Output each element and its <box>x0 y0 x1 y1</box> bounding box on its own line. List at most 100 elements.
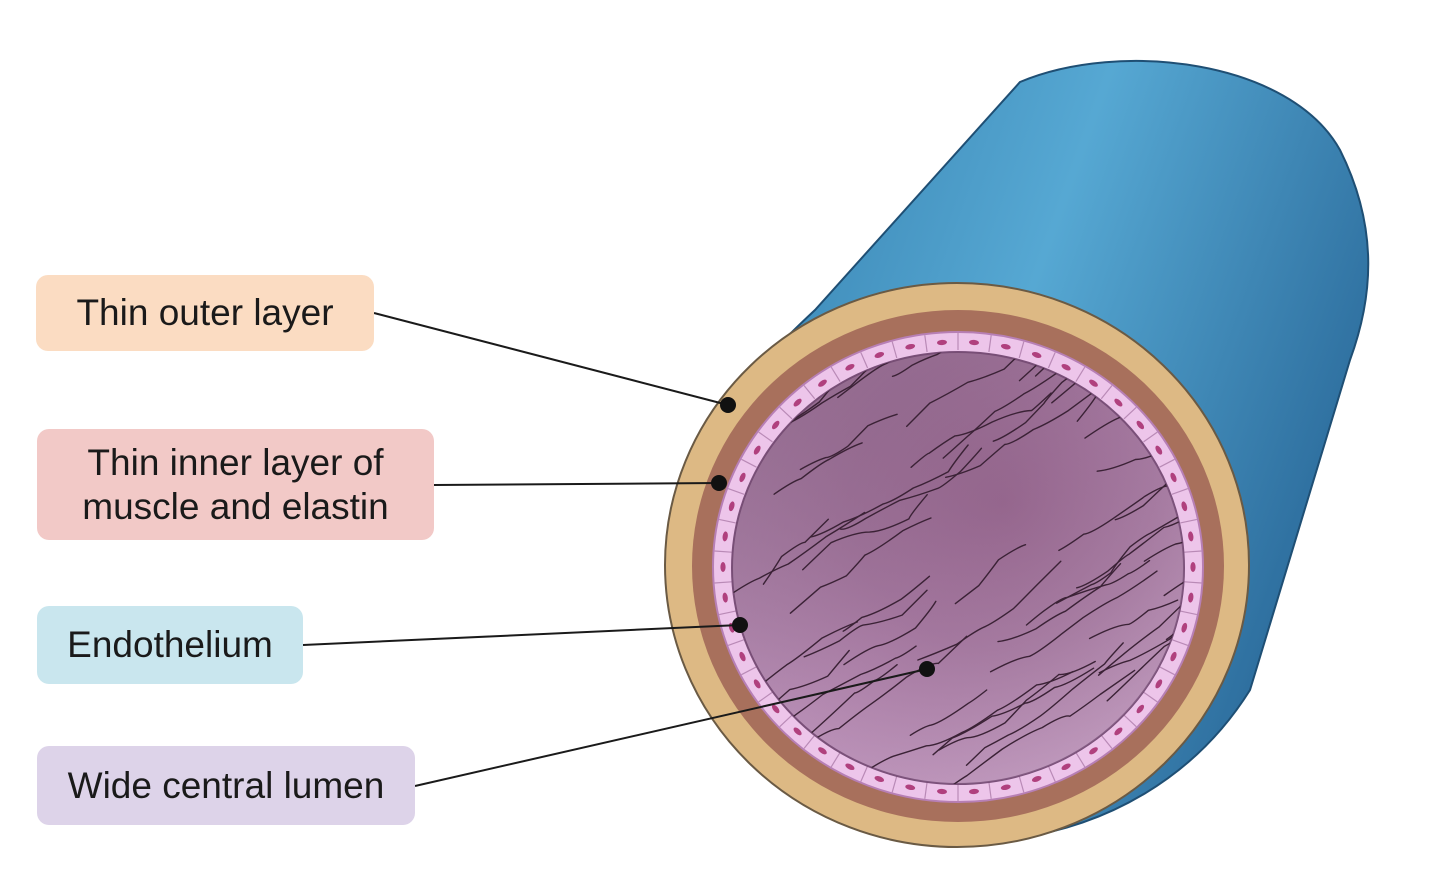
endothelial-cell-border <box>1123 406 1137 420</box>
endothelial-cell-border <box>758 691 773 703</box>
lumen-texture-line <box>989 570 1158 673</box>
lumen-texture-line <box>939 669 1136 784</box>
leader-line-lumen <box>414 668 928 787</box>
endothelial-nucleus <box>1114 727 1123 736</box>
label-endothelium-text: Endothelium <box>67 624 273 665</box>
endothelial-cell-border <box>714 581 732 584</box>
endothelial-cell-border <box>1075 366 1086 382</box>
lumen-texture-line <box>842 575 931 632</box>
endothelial-cell-border <box>741 458 757 468</box>
leader-dot-lumen <box>919 661 935 677</box>
endothelial-cell-border <box>727 639 745 646</box>
leader-dots <box>711 397 935 677</box>
lumen-texture-line <box>1025 559 1151 626</box>
lumen-texture-line <box>802 494 928 571</box>
endothelial-cell-border <box>718 518 736 524</box>
endothelial-cell-border <box>1143 691 1158 703</box>
label-muscle-layer-text-line2: muscle and elastin <box>82 485 389 527</box>
lumen-texture-line <box>799 413 898 471</box>
lumen-texture-line <box>1076 492 1184 589</box>
lumen-texture-line <box>733 511 866 593</box>
endothelial-nucleus <box>728 501 735 512</box>
endothelial-nucleus <box>874 776 885 782</box>
endothelial-cell-border <box>727 488 745 495</box>
lumen-texture-line <box>932 667 1095 756</box>
endothelial-cell-border <box>1159 666 1175 676</box>
endothelial-nucleus <box>874 352 885 358</box>
label-outer-layer-text: Thin outer layer <box>76 292 334 333</box>
leader-line-outer <box>373 312 729 406</box>
endothelial-nucleus <box>771 704 780 714</box>
endothelial-cell-border <box>1100 385 1113 400</box>
endothelial-nucleus <box>1061 763 1071 771</box>
endothelial-cell-border <box>1018 341 1025 359</box>
endothelial-cell-border <box>758 431 773 443</box>
endothelial-nucleus <box>969 788 979 795</box>
lumen-texture-line <box>837 352 929 399</box>
leader-line-muscle <box>433 482 720 486</box>
endothelial-nucleus <box>722 531 728 542</box>
lumen-texture-line <box>783 645 917 725</box>
lumen-texture-line <box>1097 536 1184 676</box>
lumen-texture-line <box>997 563 1122 643</box>
lumen-texture-line <box>938 660 1096 751</box>
endothelial-nucleus <box>793 398 802 407</box>
endothelial-cell-border <box>1018 775 1025 793</box>
endothelial-nucleus <box>1136 420 1145 430</box>
endothelial-cell-border <box>741 666 757 676</box>
endothelial-cell-border <box>1143 431 1158 443</box>
endothelial-nucleus <box>1188 531 1194 542</box>
label-muscle-layer-text-line1: Thin inner layer of <box>87 441 384 483</box>
lumen-texture-line <box>917 560 1062 661</box>
endothelial-cell-border <box>830 752 841 768</box>
endothelial-cell-border <box>714 550 732 553</box>
endothelial-cell-border <box>924 335 928 353</box>
lumen-texture-line <box>1096 379 1184 472</box>
lumen-texture-line <box>1098 601 1184 674</box>
endothelial-nucleus <box>722 592 728 603</box>
endothelial-nucleus <box>1170 651 1177 662</box>
endothelial-nucleus <box>1188 592 1194 603</box>
lumen-shading <box>732 352 1184 784</box>
leader-dot-endothelium <box>732 617 748 633</box>
endothelial-cell-border <box>779 406 793 420</box>
lumen-texture-lines <box>732 352 1184 784</box>
endothelial-cell-border <box>1123 714 1137 728</box>
endothelial-cell-border <box>988 335 992 353</box>
endothelial-cell-border <box>1184 581 1202 584</box>
endothelial-cell-border <box>1180 610 1198 616</box>
lumen-texture-line <box>891 352 1053 377</box>
endothelial-cell-border <box>924 781 928 799</box>
endothelial-nucleus <box>937 339 947 346</box>
endothelial-nucleus <box>818 747 827 755</box>
lumen-texture-line <box>852 670 1074 781</box>
endothelial-nuclei <box>714 333 1202 801</box>
endothelial-cell-border <box>1180 518 1198 524</box>
label-lumen: Wide central lumen <box>37 746 415 825</box>
endothelial-nucleus <box>1089 379 1098 387</box>
endothelial-nucleus <box>845 763 855 771</box>
endothelial-cell-border <box>803 734 816 749</box>
endothelial-cell-border <box>1047 352 1056 369</box>
label-outer-layer: Thin outer layer <box>36 275 374 351</box>
lumen-texture-line <box>1088 599 1179 640</box>
endothelial-cell-border <box>891 775 898 793</box>
endothelial-nucleus <box>720 562 726 572</box>
endothelial-cell-border <box>830 366 841 382</box>
lumen-texture-line <box>1055 513 1184 604</box>
lumen-texture-line <box>909 689 988 736</box>
endothelial-cell-border <box>1159 458 1175 468</box>
endothelial-cell-border <box>718 610 736 616</box>
label-lumen-text: Wide central lumen <box>67 764 385 806</box>
endothelial-nucleus <box>1089 747 1098 755</box>
endothelial-nucleus <box>1000 343 1011 350</box>
lumen-texture-line <box>762 518 829 585</box>
endothelial-cell-border <box>1100 734 1113 749</box>
endothelial-nucleus <box>753 445 761 455</box>
endothelial-cell-border <box>1171 488 1189 495</box>
endothelial-nucleus <box>1061 363 1071 371</box>
lumen-texture-line <box>910 392 1052 468</box>
leader-line-endothelium <box>302 624 741 646</box>
endothelial-nucleus <box>845 363 855 371</box>
endothelial-nucleus <box>905 343 916 350</box>
